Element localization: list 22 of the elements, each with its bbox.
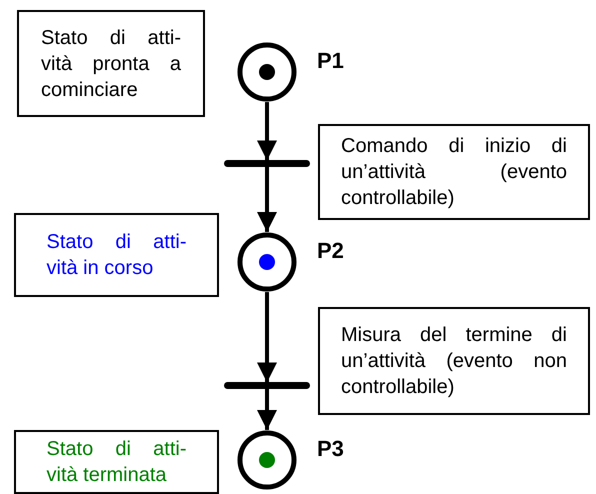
arrow: [257, 389, 277, 430]
place-circle: [237, 430, 297, 490]
arrow: [257, 292, 277, 382]
place-circle: [237, 42, 297, 102]
text-box: [14, 430, 219, 494]
box-text: Stato di atti- vità terminata: [46, 437, 186, 488]
place-label: P1: [317, 50, 344, 72]
text-box: [318, 307, 590, 415]
transition-bar: [224, 382, 310, 389]
box-text: Misura del termine di un’attività (evento non controllabile): [341, 323, 567, 400]
text-box: [318, 124, 590, 220]
box-text: Stato di atti- vità in corso: [46, 230, 186, 281]
text-box: [14, 213, 219, 297]
place-label: P2: [317, 240, 344, 262]
place-label: P3: [317, 438, 344, 460]
text-box: [17, 10, 205, 117]
arrow: [257, 102, 277, 160]
box-text: Comando di inizio di un’attività (evento controllabile): [341, 134, 567, 211]
transition-bar: [224, 160, 310, 167]
box-text: Stato di atti- vità pronta a cominciare: [41, 26, 181, 102]
place-circle: [237, 232, 297, 292]
arrow: [257, 167, 277, 232]
